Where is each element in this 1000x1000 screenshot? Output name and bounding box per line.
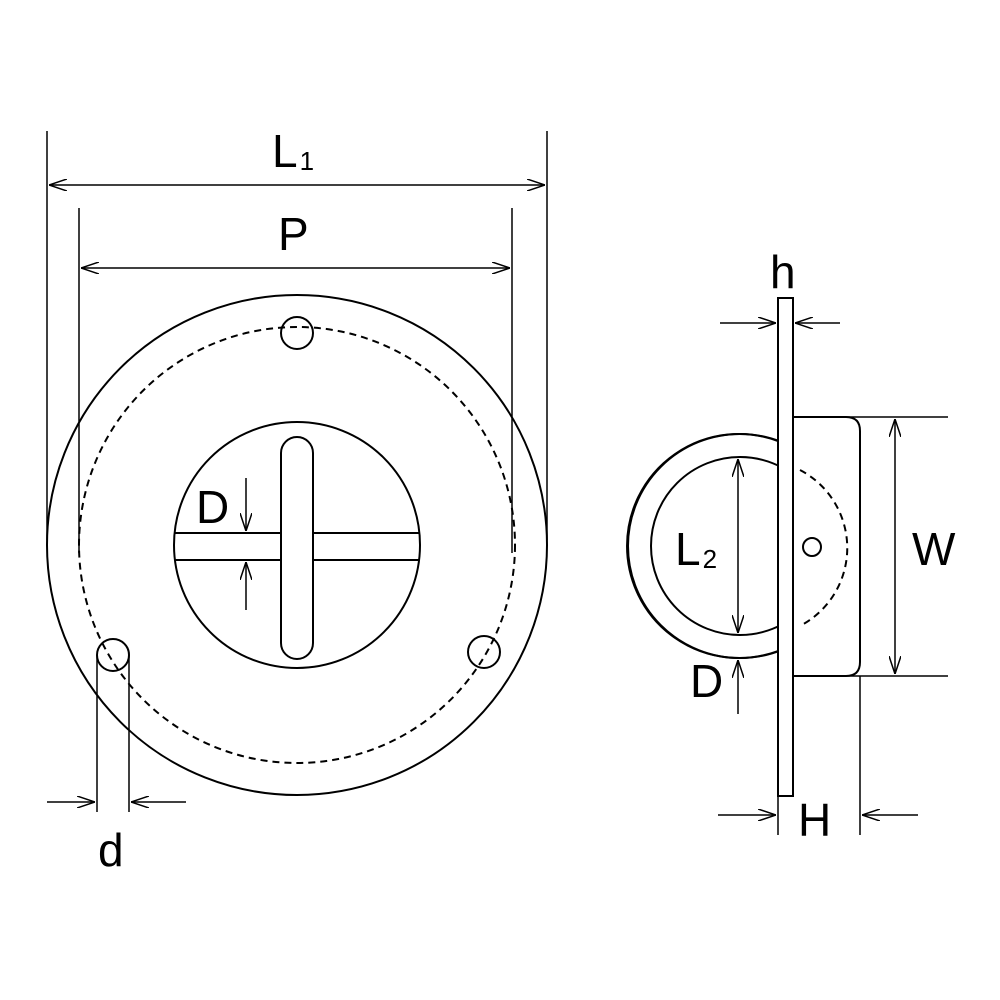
recess-circle bbox=[173, 421, 421, 669]
side-view: h W L2 D H bbox=[626, 246, 956, 846]
h-big-label: H bbox=[798, 794, 831, 846]
hinge-pin bbox=[802, 537, 822, 557]
h-label: h bbox=[770, 246, 796, 298]
l2-label: L2 bbox=[675, 523, 717, 575]
mounting-hole-top bbox=[280, 316, 314, 350]
p-label: P bbox=[278, 208, 309, 260]
base-housing bbox=[793, 416, 861, 677]
mounting-hole-left bbox=[96, 638, 130, 672]
folded-ring-slot bbox=[280, 436, 314, 660]
housing-hidden-ring bbox=[799, 469, 849, 627]
d-front-label: D bbox=[196, 481, 229, 533]
side-plate bbox=[777, 297, 794, 797]
d-hole-label: d bbox=[98, 824, 124, 876]
front-view: L1 P D d bbox=[46, 125, 548, 876]
d-side-label: D bbox=[690, 655, 723, 707]
ring-front-left-outer bbox=[626, 433, 779, 659]
w-label: W bbox=[912, 523, 956, 575]
mounting-hole-right bbox=[467, 635, 501, 669]
outer-plate-circle bbox=[46, 294, 548, 796]
l1-label: L1 bbox=[272, 125, 314, 177]
